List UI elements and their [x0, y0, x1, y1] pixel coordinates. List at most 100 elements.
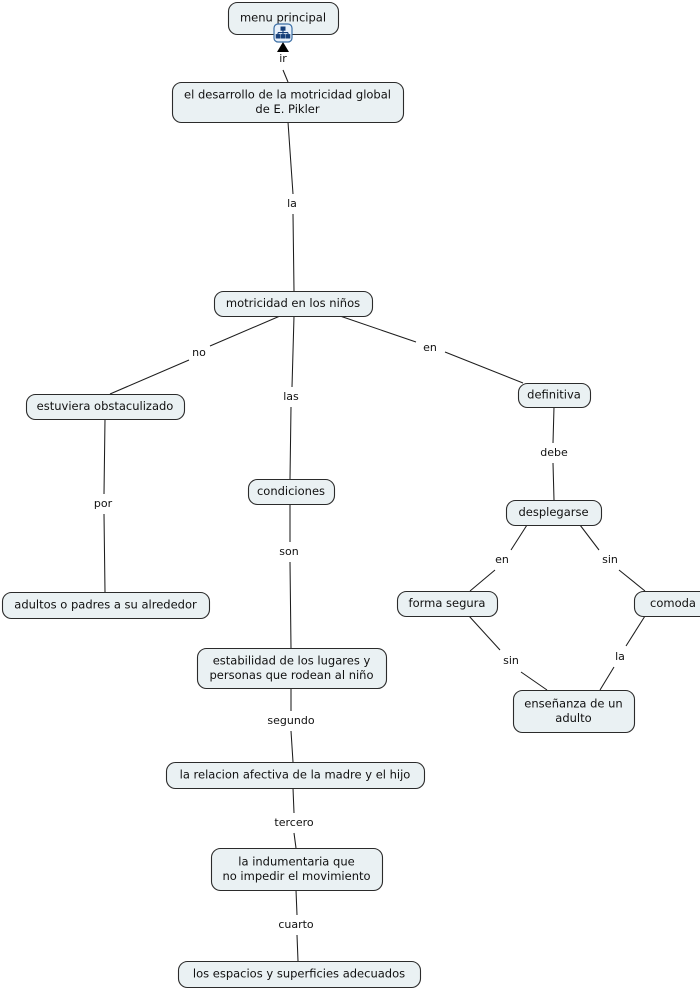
- icon-connectors: [277, 30, 289, 35]
- node-shape: [505, 499, 603, 527]
- link-link-las[interactable]: las: [283, 315, 299, 480]
- node-shape: [196, 647, 388, 690]
- node-shape: [213, 290, 374, 318]
- link-link-tercero[interactable]: tercero: [274, 787, 314, 849]
- node-shape: [512, 689, 636, 734]
- link-link-en-definitiva[interactable]: en: [339, 315, 524, 384]
- node-shape: [177, 960, 422, 989]
- node-definitiva[interactable]: definitiva: [517, 382, 592, 409]
- node-shape: [171, 81, 405, 124]
- node-condiciones[interactable]: condiciones: [247, 478, 336, 506]
- node-label-line: estuviera obstaculizado: [37, 399, 174, 413]
- node-espacios-superficies[interactable]: los espacios y superficies adecuados: [177, 960, 422, 989]
- node-label-line: la relacion afectiva de la madre y el hi…: [180, 768, 411, 782]
- link-link-son[interactable]: son: [279, 504, 299, 649]
- link-label: en: [495, 553, 509, 566]
- node-label-line: el desarrollo de la motricidad global: [184, 87, 391, 101]
- link-label: por: [94, 497, 113, 510]
- link-label: sin: [503, 654, 519, 667]
- link-label: son: [279, 545, 298, 558]
- concept-map-resource-icon[interactable]: [273, 23, 293, 43]
- node-label-line: desplegarse: [518, 505, 588, 519]
- link-line: [599, 615, 646, 691]
- link-label: las: [283, 390, 299, 403]
- node-label-line: estabilidad de los lugares y: [213, 653, 371, 667]
- node-label-line: la indumentaria que: [238, 854, 354, 868]
- link-link-sin-ensenanza[interactable]: sin: [468, 615, 548, 691]
- node-label-line: adulto: [555, 711, 591, 725]
- link-label: ir: [279, 52, 287, 65]
- node-motricidad-ninos[interactable]: motricidad en los niños: [213, 290, 374, 318]
- link-label: la: [287, 197, 297, 210]
- node-shape: [633, 590, 700, 618]
- node-adultos-padres[interactable]: adultos o padres a su alrededor: [1, 591, 211, 620]
- node-label-line: los espacios y superficies adecuados: [193, 967, 405, 981]
- link-line: [469, 524, 528, 592]
- node-label-line: adultos o padres a su alrededor: [14, 598, 197, 612]
- link-link-ir[interactable]: ir: [277, 42, 289, 83]
- link-label: segundo: [267, 714, 314, 727]
- link-label: no: [192, 346, 206, 359]
- node-label-line: forma segura: [409, 596, 486, 610]
- link-line: [290, 688, 294, 763]
- node-label-line: motricidad en los niños: [226, 296, 360, 310]
- link-line: [287, 121, 295, 292]
- link-link-en-forma[interactable]: en: [469, 524, 528, 592]
- icon-node-middle: [280, 34, 286, 39]
- link-line: [292, 787, 297, 849]
- node-desplegarse[interactable]: desplegarse: [505, 499, 603, 527]
- node-estuviera-obstaculizado[interactable]: estuviera obstaculizado: [25, 393, 186, 421]
- node-relacion-afectiva[interactable]: la relacion afectiva de la madre y el hi…: [165, 761, 426, 790]
- link-link-por[interactable]: por: [94, 418, 113, 593]
- link-label: la: [615, 650, 625, 663]
- link-line: [552, 406, 555, 501]
- node-shape: [247, 478, 336, 506]
- link-link-la-ensenanza[interactable]: la: [599, 615, 646, 691]
- node-menu-principal[interactable]: menu principal: [227, 1, 340, 43]
- node-label-line: personas que rodean al niño: [209, 668, 373, 682]
- link-line: [579, 524, 646, 592]
- link-line: [289, 315, 295, 480]
- arrow-head-icon: [277, 42, 289, 52]
- link-link-cuarto[interactable]: cuarto: [278, 889, 314, 962]
- link-line: [339, 315, 524, 384]
- links-layer: ir la no las en por debe son en sin sin la segundo te…: [94, 42, 646, 962]
- node-label-line: comoda: [650, 596, 696, 610]
- node-comoda[interactable]: comoda: [633, 590, 700, 618]
- icon-node-top: [280, 26, 286, 31]
- link-line: [109, 315, 281, 395]
- node-shape: [517, 382, 592, 409]
- link-label: tercero: [274, 816, 313, 829]
- link-line: [468, 615, 548, 691]
- node-label-line: de E. Pikler: [255, 102, 319, 116]
- icon-node-right: [285, 34, 291, 39]
- node-label-line: enseñanza de un: [524, 696, 622, 710]
- link-link-sin-comoda[interactable]: sin: [579, 524, 646, 592]
- node-shape: [165, 761, 426, 790]
- link-line: [289, 504, 292, 649]
- node-label-line: definitiva: [527, 388, 581, 402]
- link-label: en: [423, 341, 437, 354]
- link-link-la[interactable]: la: [287, 121, 297, 292]
- node-shape: [396, 590, 499, 618]
- link-link-debe[interactable]: debe: [540, 406, 568, 501]
- node-shape: [25, 393, 186, 421]
- link-line: [103, 418, 106, 593]
- link-label: debe: [540, 446, 568, 459]
- link-link-segundo[interactable]: segundo: [267, 688, 315, 763]
- link-line: [295, 889, 299, 962]
- link-label: sin: [602, 553, 618, 566]
- node-shape: [210, 847, 384, 892]
- node-desarrollo-motricidad[interactable]: el desarrollo de la motricidad globalde …: [171, 81, 405, 124]
- node-label-line: no impedir el movimiento: [222, 869, 370, 883]
- node-forma-segura[interactable]: forma segura: [396, 590, 499, 618]
- link-link-no[interactable]: no: [109, 315, 281, 395]
- node-shape: [1, 591, 211, 620]
- link-label: cuarto: [278, 918, 314, 931]
- icon-node-left: [275, 34, 281, 39]
